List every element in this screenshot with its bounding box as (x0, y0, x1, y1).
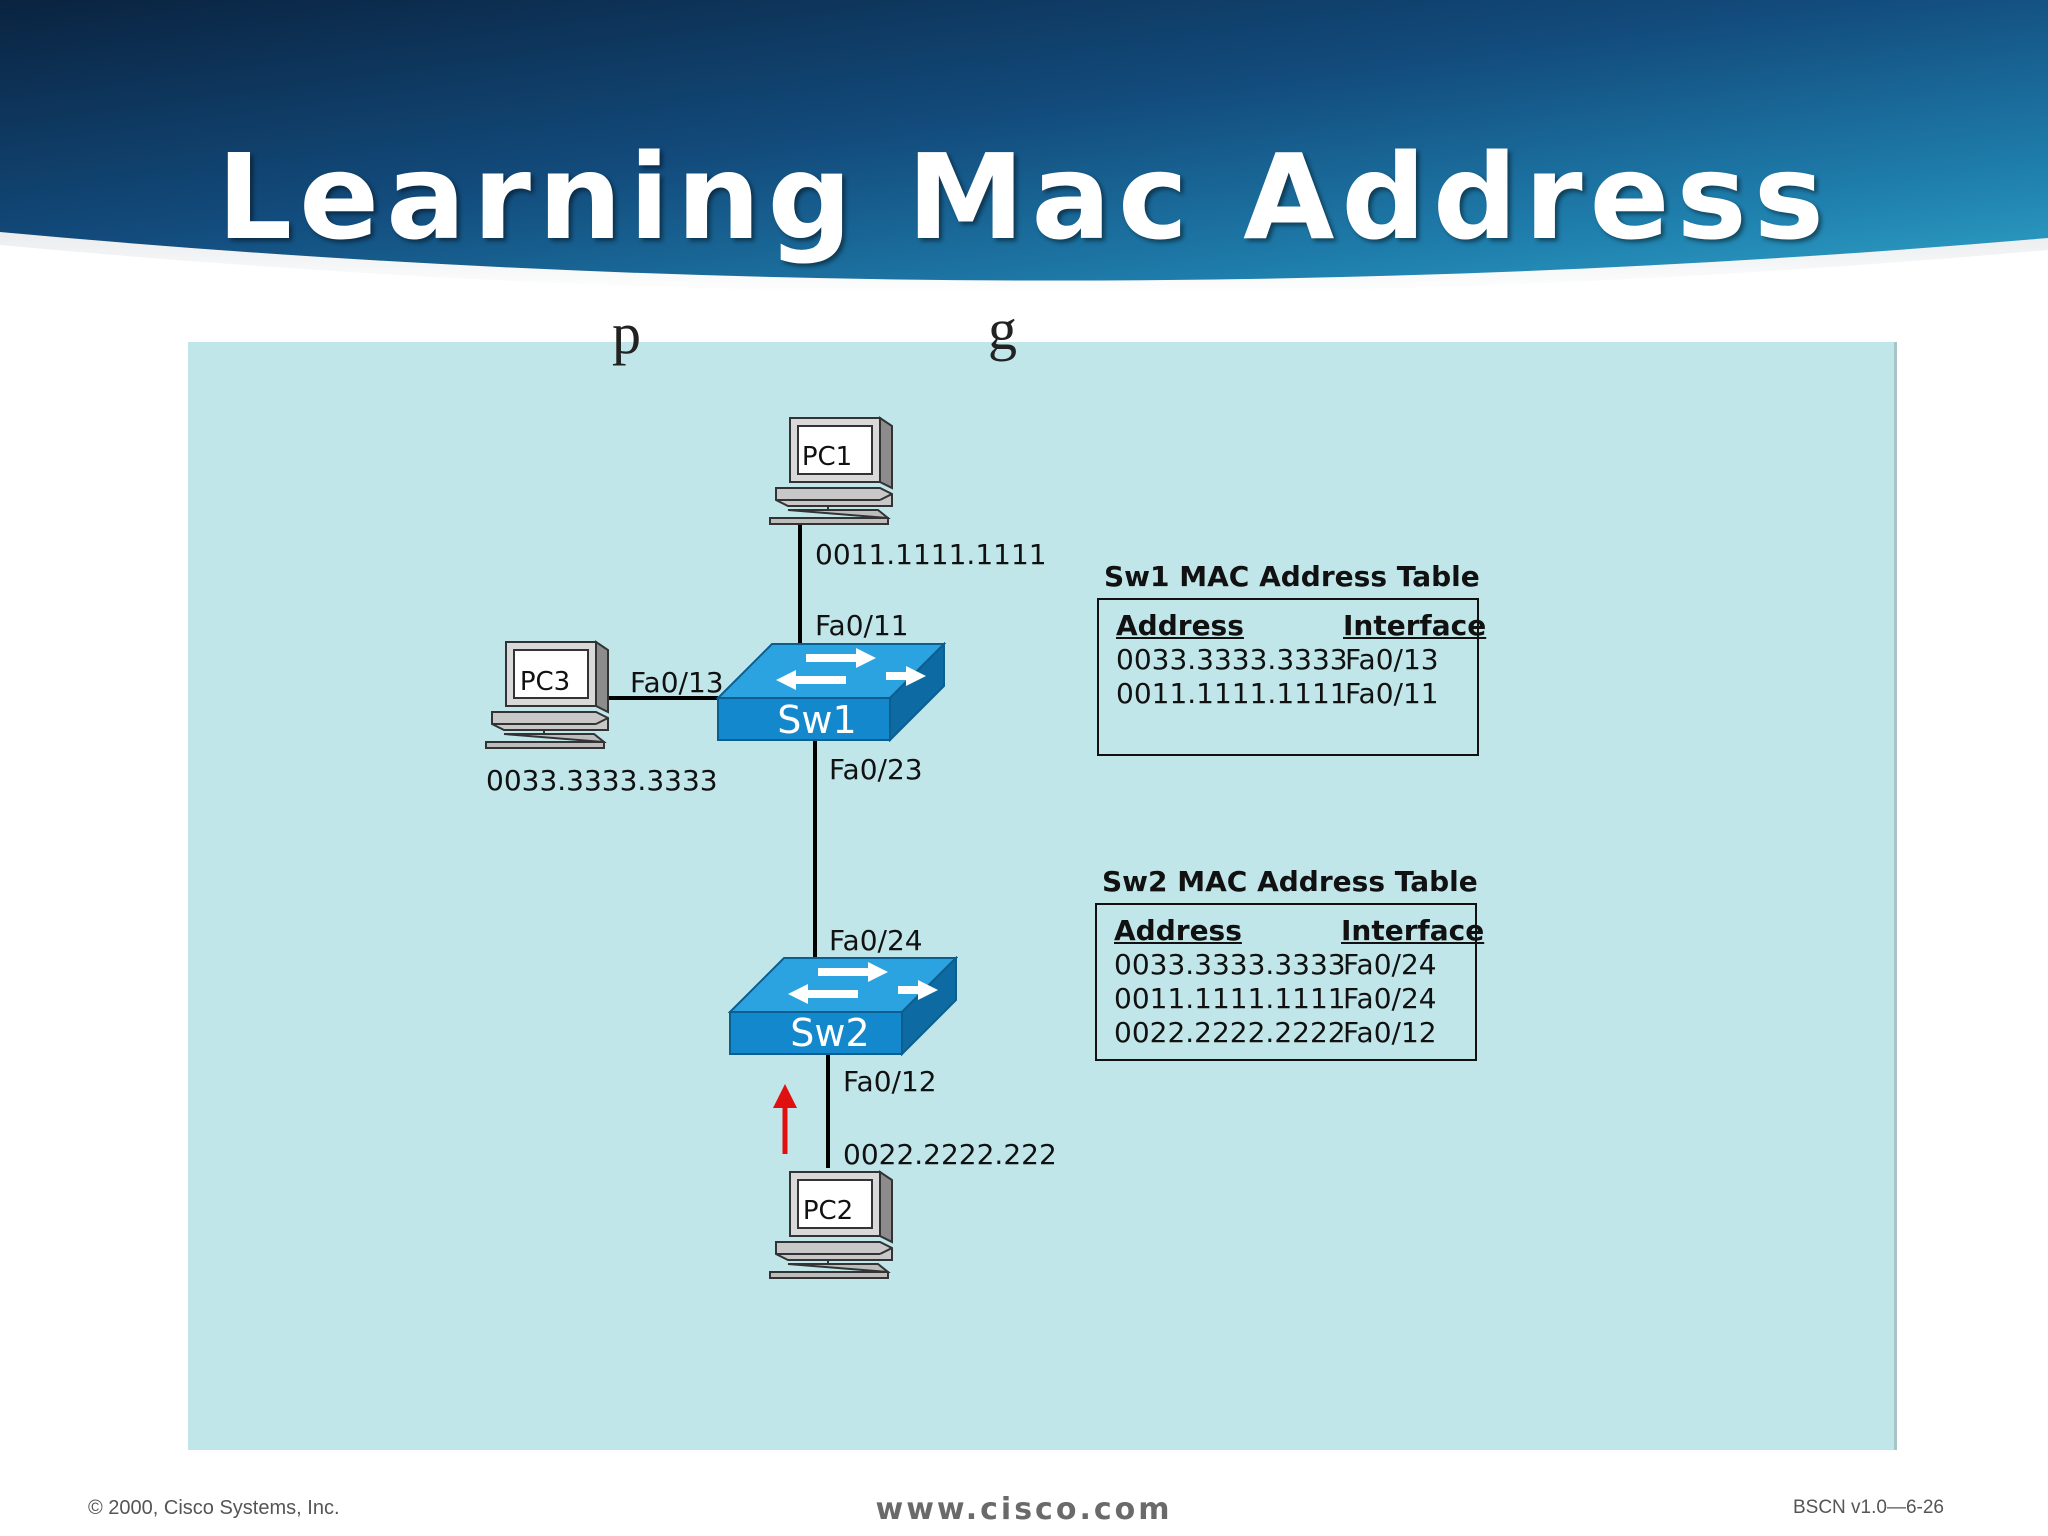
sw2-col-interface: Interface (1341, 914, 1485, 947)
table-row: 0011.1111.1111 (1114, 982, 1346, 1015)
pc2-mac-label: 0022.2222.222 (843, 1138, 1057, 1171)
sw2-label: Sw2 (790, 1011, 869, 1055)
table-row: Fa0/12 (1343, 1016, 1437, 1049)
sw1-mac-table: Address Interface 0033.3333.3333 Fa0/13 … (1097, 598, 1486, 756)
table-row: 0033.3333.3333 (1116, 643, 1348, 676)
title-banner (0, 0, 2048, 294)
diagram-panel (188, 342, 1897, 1450)
page-title: Learning Mac Address (216, 128, 1832, 266)
table-row: Fa0/24 (1343, 982, 1437, 1015)
sw2-col-address: Address (1114, 914, 1242, 947)
table-row: Fa0/24 (1343, 948, 1437, 981)
sw1-port-fa013-label: Fa0/13 (630, 666, 724, 699)
sw1-col-address: Address (1116, 609, 1244, 642)
frame-direction-arrow-icon (773, 1084, 797, 1154)
sw1-port-fa011-label: Fa0/11 (815, 609, 909, 642)
pc1-label: PC1 (802, 442, 852, 472)
sw1-label: Sw1 (777, 698, 856, 742)
table-row: 0011.1111.1111 (1116, 677, 1348, 710)
footer-course-code: BSCN v1.0—6-26 (1792, 1497, 1944, 1518)
cut-off-text: g (988, 297, 1017, 362)
sw2-table-title: Sw2 MAC Address Table (1102, 865, 1478, 898)
pc2-label: PC2 (803, 1196, 853, 1226)
pc1-mac-label: 0011.1111.1111 (815, 538, 1047, 571)
footer-copyright: © 2000, Cisco Systems, Inc. (88, 1497, 340, 1519)
table-row: Fa0/11 (1345, 677, 1439, 710)
pc3-label: PC3 (520, 667, 570, 697)
sw1-table-title: Sw1 MAC Address Table (1104, 560, 1480, 593)
sw1-port-fa023-label: Fa0/23 (829, 753, 923, 786)
table-row: 0033.3333.3333 (1114, 948, 1346, 981)
footer-website: www.cisco.com (875, 1492, 1173, 1527)
sw2-mac-table: Address Interface 0033.3333.3333 Fa0/24 … (1095, 903, 1484, 1061)
pc3-mac-label: 0033.3333.3333 (486, 764, 718, 797)
cut-off-text: p (612, 301, 641, 366)
sw1-col-interface: Interface (1343, 609, 1487, 642)
sw2-port-fa024-label: Fa0/24 (829, 924, 923, 957)
sw2-port-fa012-label: Fa0/12 (843, 1065, 937, 1098)
table-row: 0022.2222.2222 (1114, 1016, 1346, 1049)
table-row: Fa0/13 (1345, 643, 1439, 676)
